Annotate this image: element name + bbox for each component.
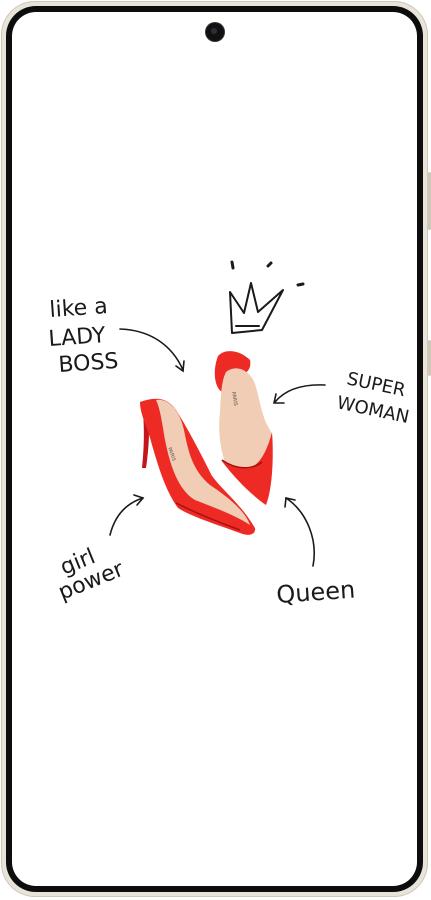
right-shoe: PARIS: [214, 351, 273, 505]
left-shoe: PARIS: [140, 398, 256, 535]
arrow-queen: [285, 497, 315, 567]
svg-text:PARIS: PARIS: [166, 447, 177, 462]
arrow-lady-boss: [119, 328, 184, 371]
arrow-girl-power-head: [133, 494, 145, 506]
arrow-super-woman: [274, 384, 326, 403]
home-screen[interactable]: [12, 12, 417, 886]
power-button: [428, 340, 431, 376]
svg-text:PARIS: PARIS: [230, 391, 238, 406]
volume-button: [428, 172, 431, 230]
arrow-lady-boss-head: [175, 360, 185, 373]
label-boss: BOSS: [58, 349, 120, 378]
label-like-a: like a: [49, 294, 109, 323]
crown-icon: [229, 260, 305, 334]
label-queen: Queen: [275, 576, 356, 609]
arrow-queen-head: [284, 497, 296, 508]
high-heel-shoes-illustration: PARIS PARIS: [140, 351, 273, 535]
label-lady: LADY: [48, 323, 107, 352]
front-camera: [206, 23, 224, 41]
arrows: [109, 328, 326, 567]
arrow-girl-power: [109, 497, 144, 536]
arrow-super-woman-head: [273, 393, 285, 404]
